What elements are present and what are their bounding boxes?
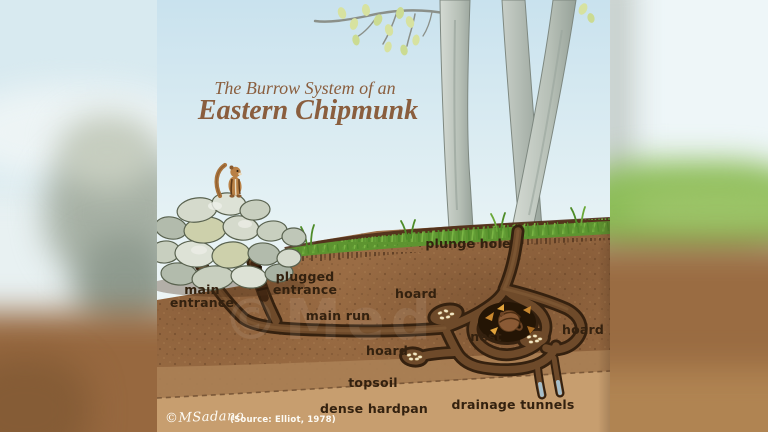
label-main-entrance: main entrance: [169, 282, 235, 310]
hoard-chamber-upper: [430, 305, 462, 325]
dense-hardpan-layer: [157, 371, 610, 432]
watermark: ©Med: [223, 288, 437, 353]
source-citation: (Source: Elliot, 1978): [230, 415, 336, 425]
right-blur-blobs: [610, 0, 768, 432]
burrow-tunnels: [188, 224, 588, 400]
right-blur-soil-light: [610, 368, 768, 432]
grass-tufts: [300, 206, 586, 247]
topsoil-band: [157, 350, 610, 398]
title-line-2: Eastern Chipmunk: [197, 95, 419, 126]
hardpan-dashed-boundary: [157, 370, 610, 399]
blurred-left-panel: [0, 0, 157, 432]
hoard-chamber-lower: [402, 349, 426, 365]
drainage-tips: [538, 380, 562, 397]
chipmunk: [214, 162, 242, 199]
blurred-right-panel: [610, 0, 768, 432]
grass-blades: [281, 218, 610, 257]
label-main-run: main run: [305, 308, 371, 323]
tree-trunks: [439, 0, 577, 229]
rock-pile: [157, 192, 307, 297]
left-blur-rocks-light: [60, 115, 155, 190]
burrow-illustration: ©Med The Burrow System of an Eastern Chi…: [157, 0, 610, 432]
label-plugged-entrance: plugged entrance: [272, 269, 338, 297]
label-dense-hardpan: dense hardpan: [320, 401, 428, 416]
left-blur-soil-dark: [0, 355, 90, 432]
tunnel-highlights: [193, 229, 569, 333]
left-blur-blobs: [0, 0, 157, 432]
hoard-seeds: [406, 309, 543, 361]
title-line-1: The Burrow System of an: [214, 78, 396, 98]
label-nest: nest: [470, 329, 502, 344]
label-hoard-upper: hoard: [394, 286, 438, 301]
branch-leaves: [337, 3, 595, 56]
label-hoard-lower: hoard: [365, 343, 409, 358]
label-topsoil: topsoil: [348, 375, 398, 390]
label-plunge-hole: plunge hole: [425, 236, 511, 251]
label-drainage-tunnels: drainage tunnels: [451, 397, 575, 412]
label-hoard-right: hoard: [561, 322, 605, 337]
right-blur-grass-light: [625, 183, 768, 238]
nest-contents: [485, 304, 535, 335]
illustration-canvas: [157, 0, 610, 432]
